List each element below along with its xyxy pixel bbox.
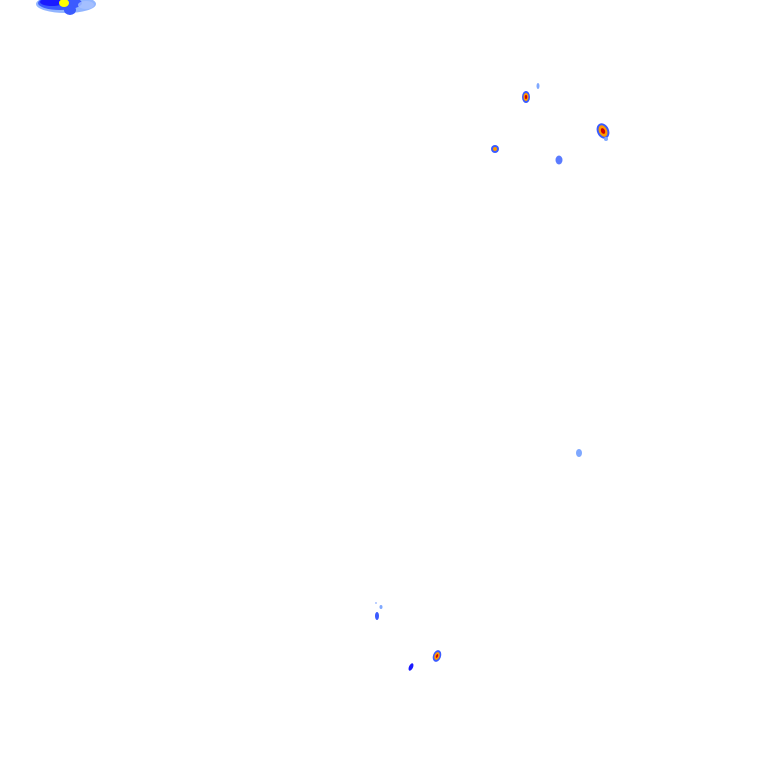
echo-cell-s-1 — [375, 602, 383, 620]
echo-cell-ne-1 — [522, 91, 530, 103]
echo-cell-ne-2 — [596, 123, 610, 141]
echo-cell-top-left — [36, 0, 96, 15]
echo-cell-e-1 — [576, 449, 582, 457]
echo-cell-ne-3 — [491, 145, 499, 153]
echo-cell-ne-4 — [555, 155, 563, 165]
echo-cell-s-2 — [432, 650, 442, 662]
echo-cell-s-3 — [408, 663, 414, 671]
echo-cell-ne-5 — [536, 83, 540, 89]
